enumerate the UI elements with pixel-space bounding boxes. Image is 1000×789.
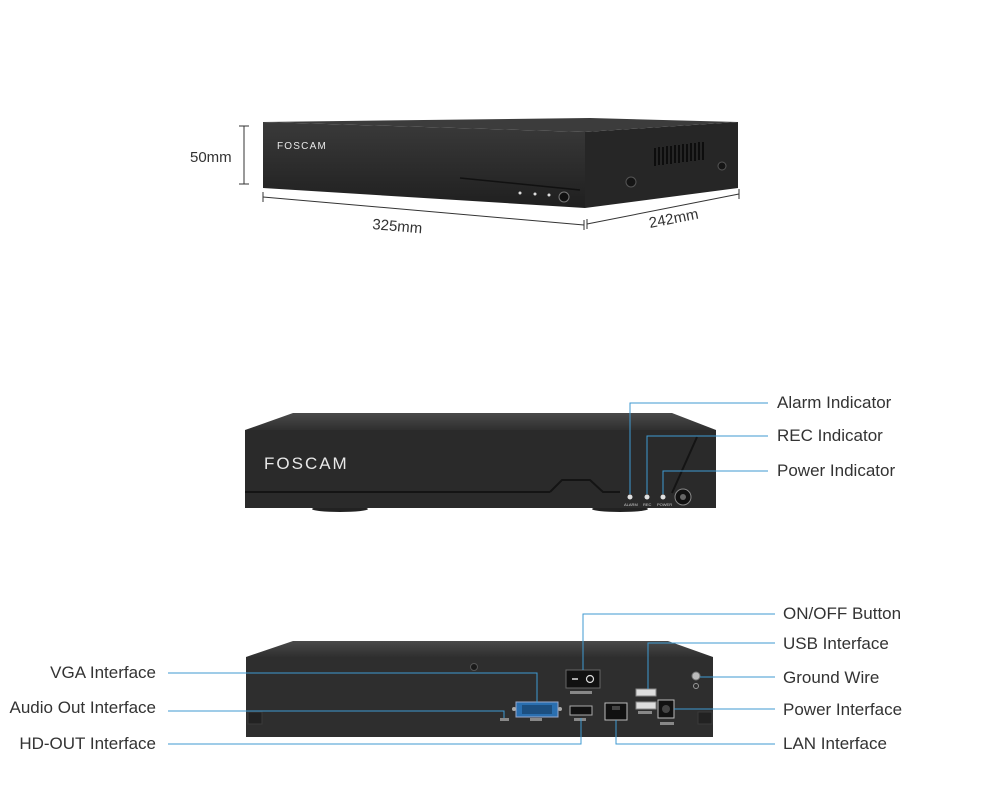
lan-interface-label: LAN Interface xyxy=(783,734,887,753)
front-device: FOSCAM ALARM REC POWER xyxy=(245,413,716,512)
rec-indicator-label: REC Indicator xyxy=(777,426,883,445)
alarm-led xyxy=(627,494,633,500)
dc-power-port xyxy=(657,699,675,725)
vent-grille xyxy=(654,142,704,166)
front-brand-logo: FOSCAM xyxy=(264,454,349,473)
power-button xyxy=(674,488,692,506)
height-dimension: 50mm xyxy=(190,149,232,166)
hd-out-interface-label: HD-OUT Interface xyxy=(19,734,156,753)
power-led xyxy=(660,494,666,500)
front-leader-lines xyxy=(629,402,768,494)
width-dimension: 325mm xyxy=(372,216,423,237)
alarm-indicator-label: Alarm Indicator xyxy=(777,393,892,412)
ground-screw xyxy=(691,671,701,689)
back-device xyxy=(246,641,713,737)
ground-wire-label: Ground Wire xyxy=(783,668,879,687)
usb-ports xyxy=(635,688,657,714)
audio-out-interface-label: Audio Out Interface xyxy=(10,698,156,717)
alarm-marking: ALARM xyxy=(624,502,638,507)
iso-device: FOSCAM xyxy=(263,118,738,208)
usb-interface-label: USB Interface xyxy=(783,634,889,653)
vga-port xyxy=(512,701,562,718)
dimension-lines xyxy=(239,125,740,230)
onoff-button-label: ON/OFF Button xyxy=(783,604,901,623)
back-leader-lines xyxy=(168,613,775,745)
hdmi-port xyxy=(569,705,593,721)
power-indicator-label: Power Indicator xyxy=(777,461,895,480)
rec-led xyxy=(644,494,650,500)
lan-port xyxy=(604,702,628,721)
iso-brand-logo: FOSCAM xyxy=(277,141,327,152)
power-interface-label: Power Interface xyxy=(783,700,902,719)
vga-interface-label: VGA Interface xyxy=(50,663,156,682)
depth-dimension: 242mm xyxy=(648,206,700,232)
rec-marking: REC xyxy=(643,502,652,507)
power-marking: POWER xyxy=(657,502,672,507)
audio-out-port xyxy=(500,718,509,721)
